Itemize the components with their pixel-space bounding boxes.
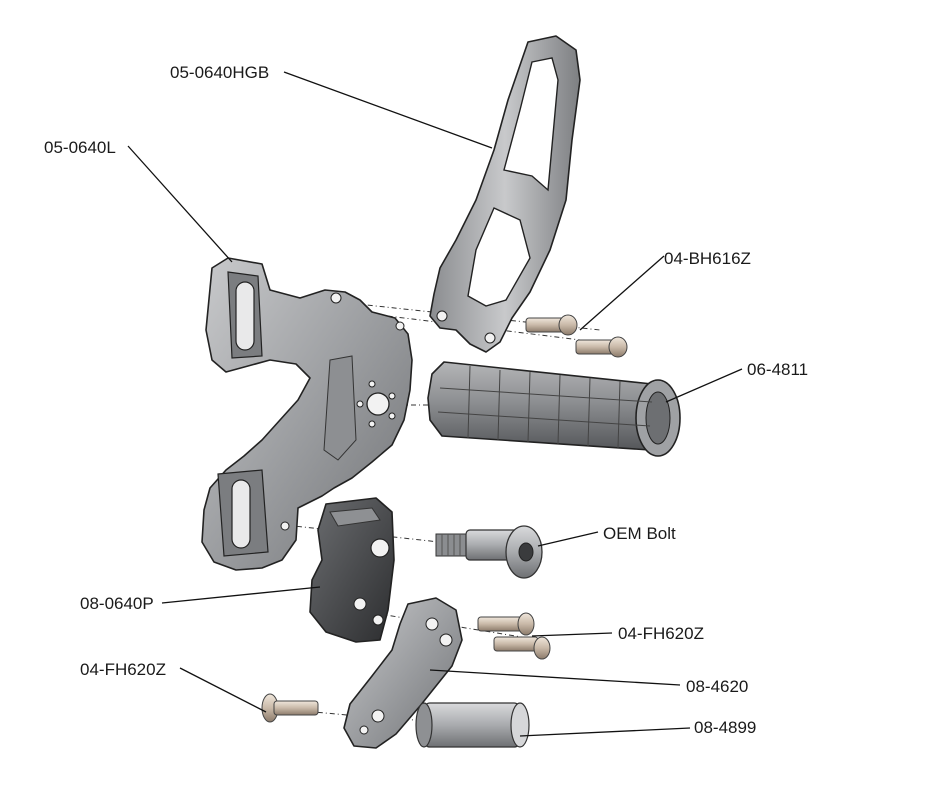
heel-guard-part	[429, 35, 581, 353]
flat-head-bolts-right	[477, 612, 551, 660]
foot-peg-part	[427, 361, 681, 457]
spacer-part	[415, 702, 530, 748]
callout-04-BH616Z: 04-BH616Z	[664, 249, 751, 268]
link-arm-part	[343, 597, 463, 749]
callout-08-4899: 08-4899	[694, 718, 756, 737]
callout-05-0640L: 05-0640L	[44, 138, 116, 157]
pivot-block-part	[309, 497, 395, 643]
leader-08-0640P	[161, 586, 321, 604]
callout-08-0640P: 08-0640P	[80, 594, 154, 613]
leader-lines	[127, 71, 743, 737]
leader-04-FH620Z-left	[179, 667, 267, 713]
callout-08-4620: 08-4620	[686, 677, 748, 696]
leader-oem-bolt	[537, 531, 599, 547]
callout-06-4811: 06-4811	[747, 360, 808, 379]
callout-04-FH620Z-left: 04-FH620Z	[80, 660, 166, 679]
callout-oem-bolt: OEM Bolt	[603, 524, 676, 543]
leader-05-0640L	[127, 145, 233, 263]
leader-04-BH616Z	[579, 255, 665, 331]
leader-08-4899	[519, 727, 691, 737]
leader-05-0640HGB	[283, 71, 493, 149]
oem-bolt-part	[435, 525, 543, 579]
leader-04-FH620Z-right	[531, 632, 613, 637]
leader-06-4811	[665, 368, 743, 403]
button-head-bolts	[525, 314, 628, 358]
leader-08-4620	[429, 669, 681, 686]
flat-head-bolt-left	[261, 693, 319, 723]
callout-05-0640HGB: 05-0640HGB	[170, 63, 269, 82]
callout-04-FH620Z-right: 04-FH620Z	[618, 624, 704, 643]
mounting-plate-part	[201, 257, 413, 571]
